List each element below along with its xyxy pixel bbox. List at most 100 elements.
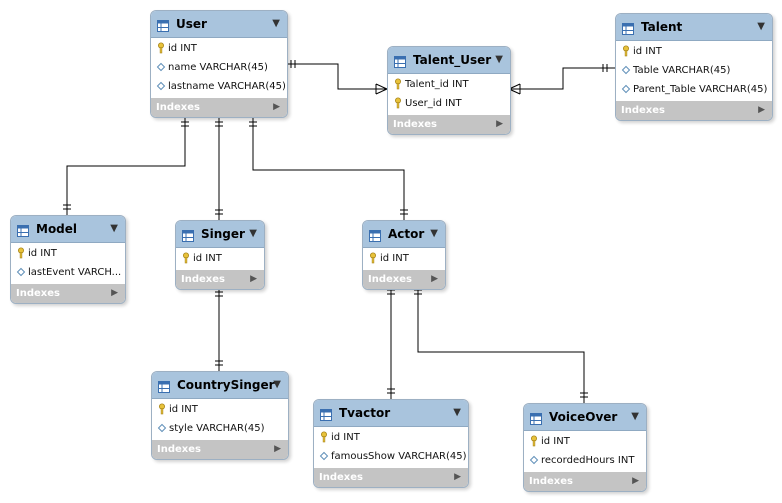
indexes-bar[interactable]: Indexes ▶ — [363, 270, 445, 289]
table-header[interactable]: Actor ▼ — [363, 221, 445, 248]
collapse-arrow-icon[interactable]: ▼ — [272, 18, 280, 29]
expand-arrow-icon[interactable]: ▶ — [250, 274, 257, 284]
table-name: Actor — [388, 227, 425, 241]
table-header[interactable]: Tvactor▼ — [314, 400, 468, 427]
expand-arrow-icon[interactable]: ▶ — [758, 105, 765, 115]
collapse-arrow-icon[interactable]: ▼ — [249, 228, 257, 239]
table-column[interactable]: id INT — [176, 249, 264, 268]
table-column[interactable]: Table VARCHAR(45) — [616, 61, 772, 80]
table-actor[interactable]: Actor ▼ id INT Indexes ▶ — [362, 220, 446, 290]
table-icon — [182, 227, 194, 242]
indexes-label: Indexes — [368, 274, 412, 285]
indexes-label: Indexes — [157, 444, 201, 455]
column-diamond-icon — [16, 266, 26, 278]
column-label: id INT — [331, 432, 360, 443]
table-column[interactable]: id INT — [363, 249, 445, 268]
table-column[interactable]: User_id INT — [388, 94, 510, 113]
table-column[interactable]: famousShow VARCHAR(45) — [314, 447, 468, 466]
primary-key-icon — [393, 78, 403, 90]
collapse-arrow-icon[interactable]: ▼ — [430, 228, 438, 239]
table-column[interactable]: id INT — [616, 42, 772, 61]
table-column[interactable]: id INT — [151, 39, 287, 58]
table-icon — [158, 378, 170, 393]
table-tvactor[interactable]: Tvactor▼ id INT famousShow VARCHAR(45) Inde… — [313, 399, 469, 488]
column-diamond-icon — [621, 83, 631, 95]
expand-arrow-icon[interactable]: ▶ — [496, 119, 503, 129]
expand-arrow-icon[interactable]: ▶ — [273, 102, 280, 112]
table-countrysinger[interactable]: CountrySinger▼ id INT style VARCHAR(45) Ind… — [151, 371, 289, 460]
primary-key-icon — [393, 97, 403, 109]
column-list: id INT — [176, 248, 264, 270]
table-column[interactable]: id INT — [152, 400, 288, 419]
table-singer[interactable]: Singer ▼ id INT Indexes▶ — [175, 220, 265, 290]
table-header[interactable]: Singer ▼ — [176, 221, 264, 248]
indexes-bar[interactable]: Indexes ▶ — [388, 115, 510, 134]
table-name: CountrySinger — [177, 378, 275, 392]
table-header[interactable]: CountrySinger▼ — [152, 372, 288, 399]
primary-key-icon — [368, 252, 378, 264]
column-label: id INT — [633, 46, 662, 57]
table-column[interactable]: style VARCHAR(45) — [152, 419, 288, 438]
table-name: Model — [36, 222, 78, 236]
collapse-arrow-icon[interactable]: ▼ — [495, 54, 503, 65]
column-label: Table VARCHAR(45) — [633, 65, 731, 76]
table-voiceover[interactable]: VoiceOver▼ id INT recordedHours INT Indexes… — [523, 403, 647, 492]
table-column[interactable]: name VARCHAR(45) — [151, 58, 287, 77]
indexes-bar[interactable]: Indexes ▶ — [11, 284, 125, 303]
column-label: name VARCHAR(45) — [168, 62, 268, 73]
expand-arrow-icon[interactable]: ▶ — [454, 472, 461, 482]
table-header[interactable]: Model ▼ — [11, 216, 125, 243]
rel-user-actor — [252, 117, 405, 220]
indexes-label: Indexes — [16, 288, 60, 299]
collapse-arrow-icon[interactable]: ▼ — [273, 379, 281, 390]
indexes-bar[interactable]: Indexes▶ — [314, 468, 468, 487]
column-list: id INT — [363, 248, 445, 270]
table-column[interactable]: id INT — [314, 428, 468, 447]
expand-arrow-icon[interactable]: ▶ — [632, 476, 639, 486]
collapse-arrow-icon[interactable]: ▼ — [453, 407, 461, 418]
collapse-arrow-icon[interactable]: ▼ — [110, 223, 118, 234]
table-header[interactable]: User ▼ — [151, 11, 287, 38]
collapse-arrow-icon[interactable]: ▼ — [631, 411, 639, 422]
primary-key-icon — [16, 247, 26, 259]
table-header[interactable]: Talent_User▼ — [388, 47, 510, 74]
table-icon — [394, 53, 406, 68]
table-column[interactable]: lastname VARCHAR(45) — [151, 77, 287, 96]
column-label: id INT — [193, 253, 222, 264]
table-column[interactable]: lastEvent VARCH... — [11, 263, 125, 282]
column-label: famousShow VARCHAR(45) — [331, 451, 467, 462]
table-name: Talent_User — [413, 53, 492, 67]
table-name: User — [176, 17, 207, 31]
column-diamond-icon — [156, 80, 166, 92]
column-list: id INT famousShow VARCHAR(45) — [314, 427, 468, 468]
table-icon — [369, 227, 381, 242]
table-user[interactable]: User ▼ id INT name VARCHAR(45) lastname VARC… — [150, 10, 288, 118]
expand-arrow-icon[interactable]: ▶ — [274, 444, 281, 454]
column-label: id INT — [541, 436, 570, 447]
table-column[interactable]: Parent_Table VARCHAR(45) — [616, 80, 772, 99]
table-name: Singer — [201, 227, 245, 241]
table-talent[interactable]: Talent▼ id INT Table VARCHAR(45) Parent_Tab… — [615, 13, 773, 121]
table-column[interactable]: id INT — [11, 244, 125, 263]
collapse-arrow-icon[interactable]: ▼ — [757, 21, 765, 32]
indexes-label: Indexes — [529, 476, 573, 487]
rel-user-model — [66, 117, 186, 215]
expand-arrow-icon[interactable]: ▶ — [111, 288, 118, 298]
column-label: id INT — [169, 404, 198, 415]
table-column[interactable]: id INT — [524, 432, 646, 451]
table-column[interactable]: recordedHours INT — [524, 451, 646, 470]
indexes-label: Indexes — [393, 119, 437, 130]
expand-arrow-icon[interactable]: ▶ — [431, 274, 438, 284]
indexes-bar[interactable]: Indexes▶ — [176, 270, 264, 289]
table-header[interactable]: Talent▼ — [616, 14, 772, 41]
indexes-bar[interactable]: Indexes ▶ — [152, 440, 288, 459]
column-label: Parent_Table VARCHAR(45) — [633, 84, 768, 95]
table-column[interactable]: Talent_id INT — [388, 75, 510, 94]
indexes-bar[interactable]: Indexes▶ — [616, 101, 772, 120]
indexes-bar[interactable]: Indexes▶ — [151, 98, 287, 117]
table-header[interactable]: VoiceOver▼ — [524, 404, 646, 431]
indexes-bar[interactable]: Indexes ▶ — [524, 472, 646, 491]
